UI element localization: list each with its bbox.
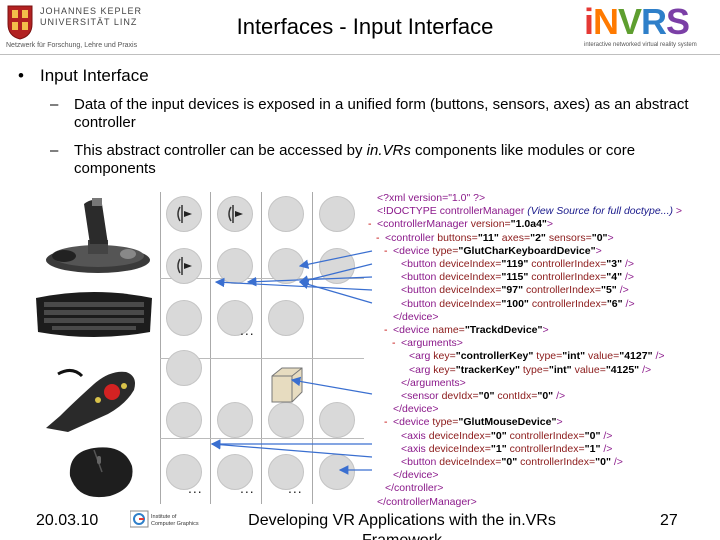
bullet-marker: • — [18, 66, 24, 85]
institute-logo: Institute of Computer Graphics — [130, 510, 199, 528]
controller-grid: ............ — [160, 192, 364, 504]
sensor-cube-icon — [271, 367, 303, 403]
controller-button-circle — [166, 402, 202, 438]
grid-divider — [160, 438, 364, 439]
jku-logo: JOHANNES KEPLER UNIVERSITÄT LINZ Netzwer… — [6, 4, 156, 50]
bullet-main-text: Input Interface — [40, 66, 149, 85]
invrs-wordmark: iNVRS — [584, 1, 690, 42]
joystick-image — [46, 198, 150, 273]
ellipsis: ... — [188, 480, 203, 496]
grid-divider — [312, 192, 313, 504]
trackd-controller-image — [46, 369, 135, 432]
controller-button-circle — [166, 350, 202, 386]
jku-name: JOHANNES KEPLER UNIVERSITÄT LINZ — [40, 6, 143, 27]
sub-bullet-1: – Data of the input devices is exposed i… — [50, 96, 710, 132]
jku-network-text: Netzwerk für Forschung, Lehre und Praxis — [6, 42, 138, 49]
axis-icon — [177, 205, 192, 223]
collapse-toggle[interactable]: - — [384, 416, 388, 429]
controller-button-circle — [166, 196, 202, 232]
controller-button-circle — [319, 402, 355, 438]
page-title: Interfaces - Input Interface — [236, 14, 494, 39]
controller-button-circle — [319, 248, 355, 284]
controller-button-circle — [268, 248, 304, 284]
footer-date: 20.03.10 — [36, 512, 99, 529]
collapse-toggle[interactable]: - — [368, 218, 372, 231]
grid-divider — [160, 192, 161, 504]
mouse-image — [69, 447, 133, 498]
slide-header: JOHANNES KEPLER UNIVERSITÄT LINZ Netzwer… — [0, 0, 720, 55]
controller-button-circle — [268, 300, 304, 336]
ellipsis: ... — [240, 480, 255, 496]
sub-bullet-dash: – — [50, 142, 59, 159]
controller-button-circle — [268, 196, 304, 232]
invrs-tagline: interactive networked virtual reality sy… — [584, 42, 697, 48]
institute-logo-text-2: Computer Graphics — [151, 521, 199, 527]
controller-button-circle — [217, 248, 253, 284]
bullet-main: • Input Interface — [18, 66, 149, 86]
sub-bullet-text: Data of the input devices is exposed in … — [74, 96, 689, 131]
collapse-toggle[interactable]: - — [384, 244, 388, 257]
controller-button-circle — [319, 454, 355, 490]
invrs-italic: in.VRs — [366, 142, 411, 159]
device-images — [30, 192, 158, 504]
jku-crest-icon — [7, 5, 33, 40]
collapse-toggle[interactable]: - — [392, 337, 396, 350]
controller-button-circle — [166, 300, 202, 336]
grid-divider — [210, 192, 211, 504]
sub-bullet-text: This abstract controller can be accessed… — [74, 142, 636, 177]
sub-bullet-dash: – — [50, 96, 59, 113]
controller-button-circle — [217, 300, 253, 336]
collapse-toggle[interactable]: - — [376, 231, 380, 244]
keyboard-image — [36, 292, 152, 337]
axis-icon — [228, 205, 243, 223]
axis-icon — [177, 257, 192, 275]
sub-bullet-2: – This abstract controller can be access… — [50, 142, 710, 178]
grid-divider — [160, 358, 364, 359]
invrs-logo: iNVRS interactive networked virtual real… — [584, 2, 716, 52]
ellipsis: ... — [240, 322, 255, 338]
institute-logo-text-1: Institute of — [151, 514, 177, 520]
grid-divider — [261, 192, 262, 504]
footer-title-line2: Framework — [216, 532, 588, 540]
page-number: 27 — [660, 512, 678, 529]
controller-xml: <?xml version="1.0" ?><!DOCTYPE controll… — [368, 192, 683, 508]
controller-button-circle — [217, 402, 253, 438]
controller-button-circle — [319, 196, 355, 232]
ellipsis: ... — [288, 480, 303, 496]
controller-button-circle — [268, 402, 304, 438]
footer-title: Developing VR Applications with the in.V… — [248, 512, 556, 529]
collapse-toggle[interactable]: - — [384, 324, 388, 336]
controller-button-circle — [166, 454, 202, 490]
